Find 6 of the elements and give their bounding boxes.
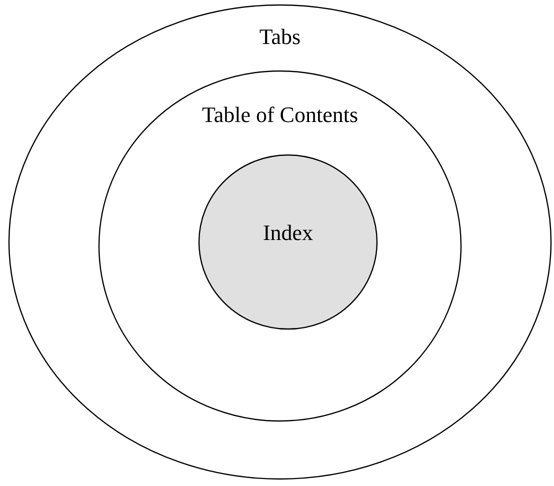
region-label: Table of Contents bbox=[202, 102, 358, 128]
region-label: Index bbox=[262, 220, 314, 246]
middle-ellipse bbox=[98, 70, 462, 422]
region-label: Tabs bbox=[259, 24, 301, 50]
outer-ellipse bbox=[8, 4, 552, 480]
inner-ellipse bbox=[198, 154, 378, 330]
